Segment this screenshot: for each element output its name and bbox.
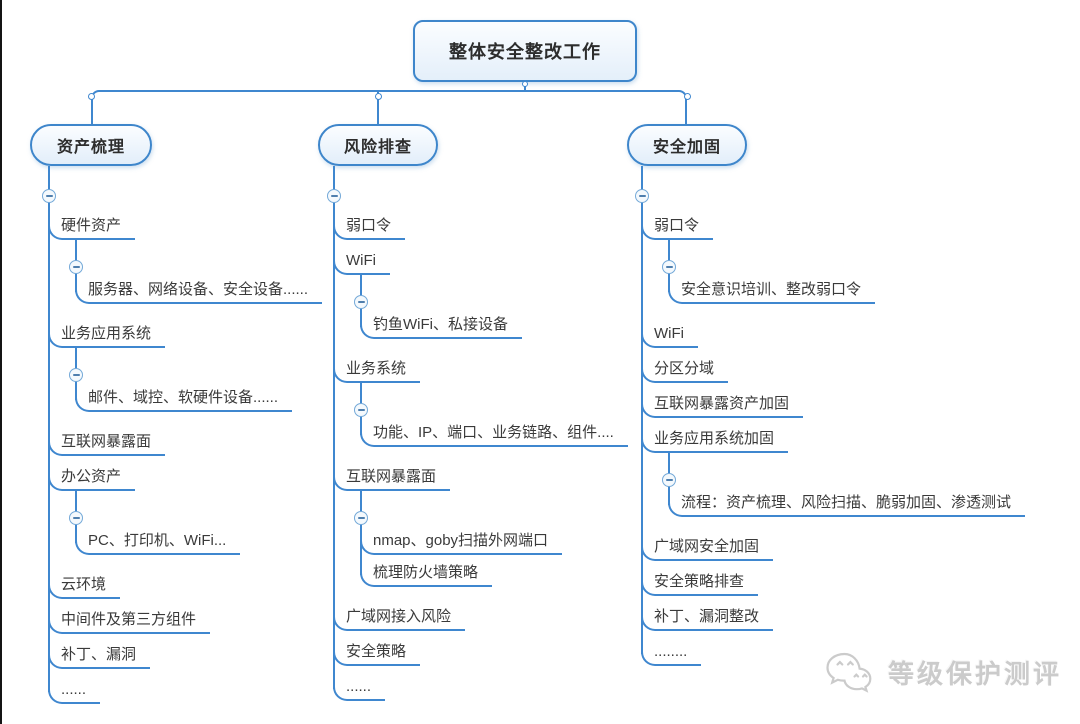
collapse-minus-icon[interactable] [69, 260, 83, 274]
mindmap-node[interactable]: 钓鱼WiFi、私接设备 [360, 313, 522, 339]
collapse-minus-icon[interactable] [69, 511, 83, 525]
branch-node[interactable]: 资产梳理 [30, 124, 152, 166]
collapse-minus-icon[interactable] [69, 368, 83, 382]
mindmap-node[interactable]: 邮件、域控、软硬件设备...... [75, 386, 293, 412]
root-junction-dot [522, 81, 528, 87]
mindmap-node[interactable]: 流程：资产梳理、风险扫描、脆弱加固、渗透测试 [668, 491, 1026, 517]
mindmap-node[interactable]: 互联网暴露资产加固 [641, 392, 804, 418]
mindmap-node[interactable]: 安全策略 [333, 640, 421, 666]
mindmap-node[interactable]: 安全策略排查 [641, 570, 759, 596]
mindmap-node[interactable]: 办公资产 [48, 465, 136, 491]
collapse-minus-icon[interactable] [662, 260, 676, 274]
mindmap-node[interactable]: ...... [333, 675, 386, 701]
branch-node[interactable]: 安全加固 [627, 124, 747, 166]
mindmap-node[interactable]: 安全意识培训、整改弱口令 [668, 278, 876, 304]
watermark-text: 等级保护测评 [887, 658, 1062, 689]
junction-dot [87, 93, 95, 100]
branch-connector-bracket [91, 90, 687, 124]
collapse-minus-icon[interactable] [354, 403, 368, 417]
mindmap-node[interactable]: WiFi [641, 322, 698, 348]
mindmap-node[interactable]: 业务应用系统加固 [641, 427, 789, 453]
mindmap-node[interactable]: 功能、IP、端口、业务链路、组件.... [360, 421, 628, 447]
wechat-icon [826, 652, 872, 693]
sub-branch-line [360, 491, 362, 575]
mindmap-node[interactable]: 弱口令 [333, 214, 406, 240]
left-edge-line [0, 0, 2, 724]
mindmap-node[interactable]: ........ [641, 640, 702, 666]
mindmap-node[interactable]: WiFi [333, 249, 390, 275]
branch-connector-drop [377, 90, 379, 124]
branch-node[interactable]: 风险排查 [318, 124, 438, 166]
mindmap-node[interactable]: 互联网暴露面 [333, 465, 451, 491]
mindmap-node[interactable]: 广域网接入风险 [333, 605, 466, 631]
mindmap-node[interactable]: 硬件资产 [48, 214, 136, 240]
collapse-minus-icon[interactable] [42, 189, 56, 203]
mindmap-node[interactable]: 补丁、漏洞整改 [641, 605, 774, 631]
mindmap-node[interactable]: 互联网暴露面 [48, 430, 166, 456]
mindmap-node[interactable]: 服务器、网络设备、安全设备...... [75, 278, 323, 304]
mindmap-node[interactable]: 分区分域 [641, 357, 729, 383]
branch-trunk-line [48, 166, 50, 692]
collapse-minus-icon[interactable] [354, 511, 368, 525]
mindmap-node[interactable]: PC、打印机、WiFi... [75, 529, 241, 555]
mindmap-node[interactable]: 补丁、漏洞 [48, 643, 151, 669]
watermark: 等级保护测评 [824, 648, 1062, 696]
mindmap-node[interactable]: 梳理防火墙策略 [360, 561, 493, 587]
mindmap-node[interactable]: 广域网安全加固 [641, 535, 774, 561]
root-node[interactable]: 整体安全整改工作 [413, 20, 637, 82]
junction-dot [374, 93, 382, 100]
mindmap-node[interactable]: ...... [48, 678, 101, 704]
collapse-minus-icon[interactable] [327, 189, 341, 203]
mindmap-node[interactable]: 云环境 [48, 573, 121, 599]
mindmap-node[interactable]: nmap、goby扫描外网端口 [360, 529, 563, 555]
collapse-minus-icon[interactable] [354, 295, 368, 309]
collapse-minus-icon[interactable] [662, 473, 676, 487]
root-label: 整体安全整改工作 [449, 42, 601, 62]
branch-trunk-line [333, 166, 335, 689]
branch-trunk-line [641, 166, 643, 654]
mindmap-node[interactable]: 中间件及第三方组件 [48, 608, 211, 634]
collapse-minus-icon[interactable] [635, 189, 649, 203]
mindmap-node[interactable]: 弱口令 [641, 214, 714, 240]
mindmap-node[interactable]: 业务应用系统 [48, 322, 166, 348]
mindmap-node[interactable]: 业务系统 [333, 357, 421, 383]
junction-dot [683, 93, 691, 100]
